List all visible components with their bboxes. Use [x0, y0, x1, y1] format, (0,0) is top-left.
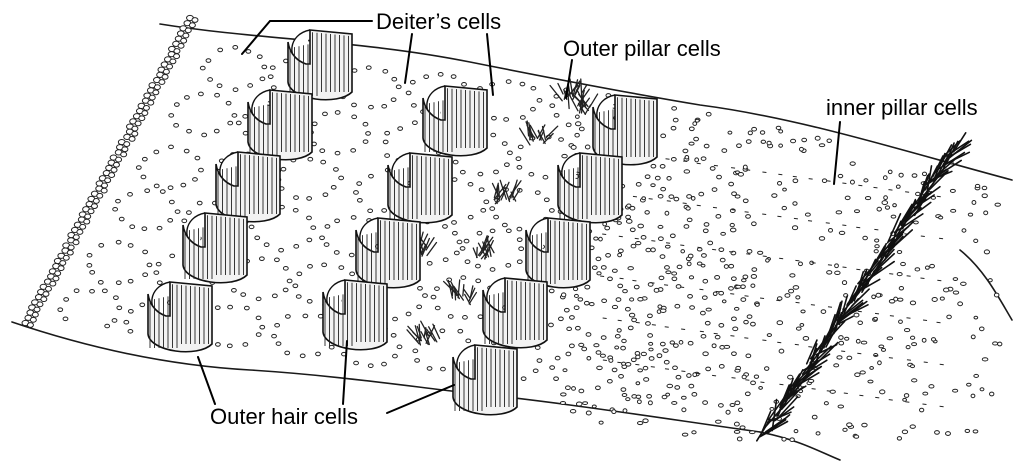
outer-hair-cell	[288, 30, 352, 100]
outer-hair-cell	[148, 282, 212, 352]
outer-hair-leader-3	[387, 385, 454, 413]
outer-hair-cell	[216, 152, 280, 222]
inner-pillar-cells-label: inner pillar cells	[826, 95, 978, 120]
deiters-cells-label: Deiter’s cells	[376, 9, 501, 34]
outer-hair-leader-1	[198, 357, 215, 404]
outer-hair-cells-label: Outer hair cells	[210, 404, 358, 429]
outer-hair-cell	[558, 153, 622, 223]
outer-hair-cell	[388, 153, 452, 223]
outer-hair-cell	[183, 213, 247, 283]
outer-hair-cell	[453, 345, 517, 415]
outer-hair-cell	[323, 280, 387, 350]
outer-pillar-cells-label: Outer pillar cells	[563, 36, 721, 61]
outer-hair-cell	[423, 86, 487, 156]
outer-hair-cell	[593, 95, 657, 165]
outer-hair-cell	[526, 218, 590, 288]
outer-hair-cell	[356, 218, 420, 288]
deiters-leader-mid	[405, 34, 412, 83]
outer-hair-leader-2	[343, 341, 347, 404]
outer-hair-cell	[248, 90, 312, 160]
outer-hair-cell	[483, 278, 547, 348]
left-border-cell-chain	[22, 15, 198, 327]
